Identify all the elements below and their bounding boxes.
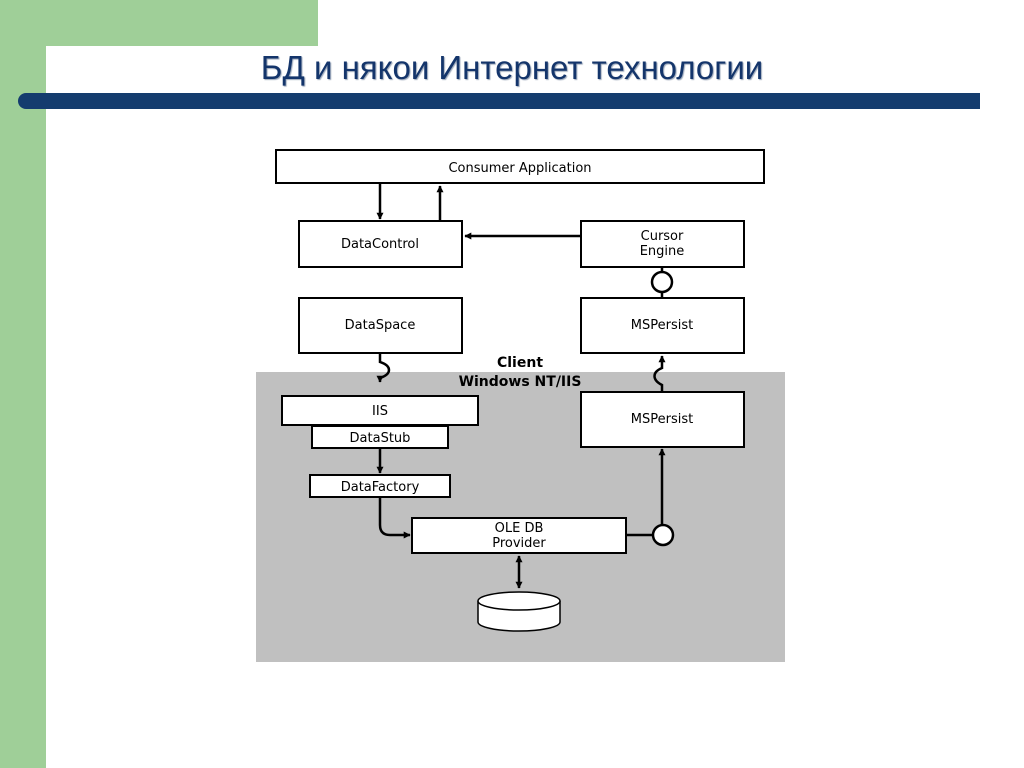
data-control-box: DataControl (298, 220, 463, 268)
ole-db-provider-box: OLE DB Provider (411, 517, 627, 554)
slide-title: БД и някои Интернет технологии (260, 49, 764, 86)
database-cylinder-icon (477, 591, 561, 632)
server-label: Windows NT/IIS (459, 374, 582, 390)
consumer-application-label: Consumer Application (448, 161, 591, 176)
cursor-engine-box: Cursor Engine (580, 220, 745, 268)
data-stub-box: DataStub (311, 425, 449, 449)
iis-label: IIS (372, 404, 388, 419)
data-factory-label: DataFactory (341, 480, 420, 495)
arrow-datafactory-to-oledb (378, 497, 411, 539)
mspersist-server-label: MSPersist (631, 412, 693, 427)
green-accent-left (0, 0, 46, 768)
data-control-label: DataControl (341, 237, 419, 252)
arrow-mspersist-server-to-client (653, 355, 666, 392)
ole-db-label-line1: OLE DB (495, 521, 544, 536)
iis-box: IIS (281, 395, 479, 426)
mspersist-client-box: MSPersist (580, 297, 745, 354)
data-stub-label: DataStub (350, 431, 411, 446)
title-underline-bar (18, 93, 980, 109)
cursor-engine-label-line2: Engine (640, 244, 685, 259)
data-factory-box: DataFactory (309, 474, 451, 498)
green-accent-top (0, 0, 318, 46)
data-space-label: DataSpace (345, 318, 416, 333)
cursor-engine-label-line1: Cursor (641, 229, 684, 244)
arrow-dataspace-to-iis (376, 353, 391, 383)
client-label: Client (497, 355, 543, 371)
ole-db-label-line2: Provider (492, 536, 546, 551)
consumer-application-box: Consumer Application (275, 149, 765, 184)
interface-circle-cursor (650, 270, 674, 294)
mspersist-client-label: MSPersist (631, 318, 693, 333)
interface-circle-oledb (651, 523, 675, 547)
data-space-box: DataSpace (298, 297, 463, 354)
mspersist-server-box: MSPersist (580, 391, 745, 448)
